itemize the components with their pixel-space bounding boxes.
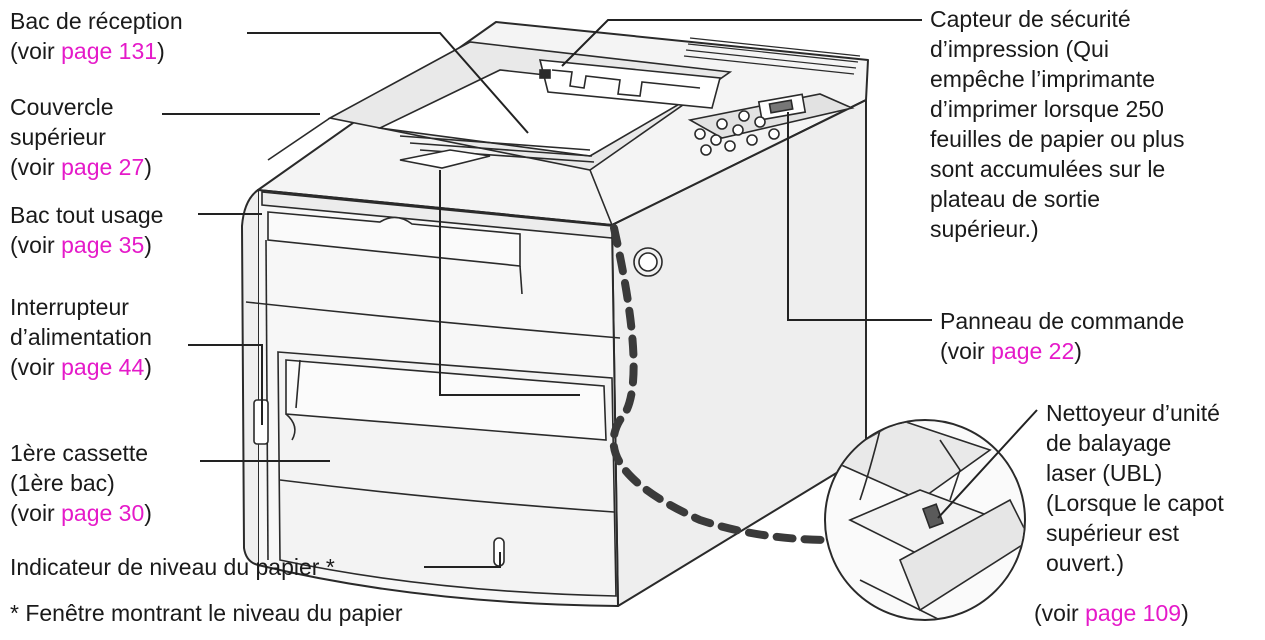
label-indicateur: Indicateur de niveau du papier * (10, 552, 335, 582)
link-page-131[interactable]: page 131 (61, 38, 157, 64)
link-page-109[interactable]: page 109 (1085, 600, 1181, 626)
label-cassette: 1ère cassette (1ère bac) (voir page 30) (10, 438, 152, 528)
label-bac-reception: Bac de réception (voir page 131) (10, 6, 183, 66)
printer-left-edge (242, 190, 258, 565)
link-page-30[interactable]: page 30 (61, 500, 144, 526)
label-nettoyeur-ref: (voir page 109) (1034, 598, 1189, 628)
label-capteur: Capteur de sécurité d’impression (Qui em… (930, 4, 1184, 244)
footnote: * Fenêtre montrant le niveau du papier (10, 598, 403, 628)
label-couvercle: Couvercle supérieur (voir page 27) (10, 92, 152, 182)
label-panneau: Panneau de commande (voir page 22) (940, 306, 1184, 366)
label-nettoyeur: Nettoyeur d’unité de balayage laser (UBL… (1046, 398, 1224, 578)
link-page-27[interactable]: page 27 (61, 154, 144, 180)
label-text: Bac de réception (10, 6, 183, 36)
label-bac-tout-usage: Bac tout usage (voir page 35) (10, 200, 163, 260)
link-page-35[interactable]: page 35 (61, 232, 144, 258)
link-page-22[interactable]: page 22 (991, 338, 1074, 364)
link-page-44[interactable]: page 44 (61, 354, 144, 380)
label-interrupteur: Interrupteur d’alimentation (voir page 4… (10, 292, 152, 382)
